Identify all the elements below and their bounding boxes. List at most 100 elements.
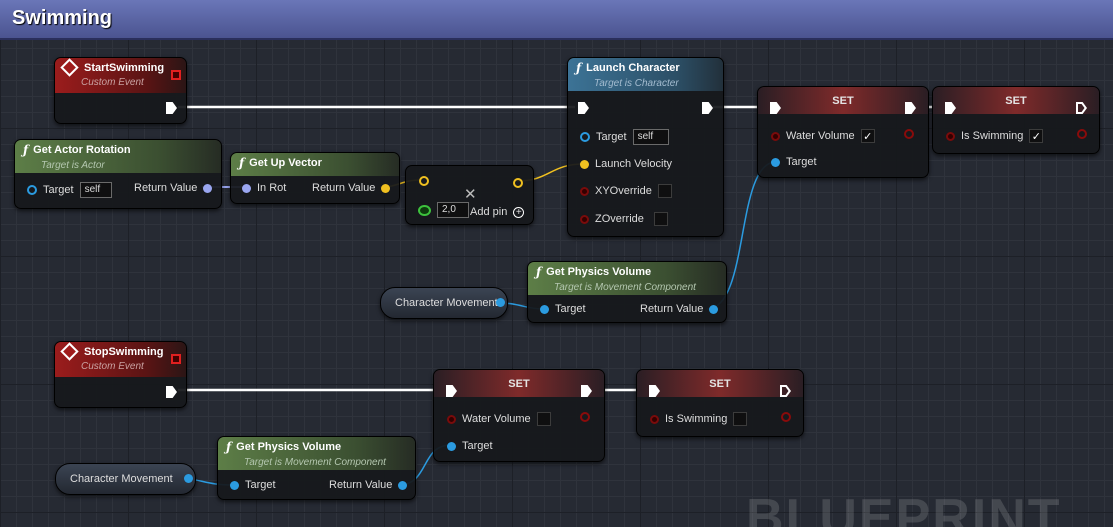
- node-subtitle: Custom Event: [81, 361, 144, 372]
- return-value-pin[interactable]: Return Value: [329, 479, 408, 491]
- z-override-checkbox[interactable]: [653, 212, 668, 226]
- target-value-field[interactable]: self: [79, 182, 112, 198]
- in-rot-pin[interactable]: In Rot: [242, 182, 286, 194]
- bool-out-pin-icon[interactable]: [1077, 129, 1087, 139]
- object-pin-icon[interactable]: [496, 298, 505, 307]
- node-header: SET: [758, 87, 928, 114]
- exec-in-pin-icon[interactable]: [446, 385, 457, 397]
- pin-label: Target: [462, 440, 493, 452]
- is-swimming-checkbox[interactable]: ✓: [1029, 129, 1044, 143]
- graph-title: Swimming: [12, 7, 113, 29]
- bool-out-pin-icon[interactable]: [580, 412, 590, 422]
- target-pin[interactable]: Target: [540, 303, 586, 315]
- object-pin-icon: [771, 157, 780, 167]
- exec-out-pin-icon[interactable]: [702, 102, 713, 114]
- bool-pin-icon: [946, 131, 955, 141]
- function-icon: ƒ: [23, 143, 29, 157]
- is-swimming-pin[interactable]: Is Swimming ✓: [946, 129, 1044, 143]
- bool-out-pin-icon[interactable]: [904, 129, 914, 139]
- delegate-pin-icon[interactable]: [171, 354, 181, 364]
- vector-in-pin-icon[interactable]: [419, 176, 429, 186]
- launch-velocity-pin[interactable]: Launch Velocity: [580, 158, 672, 170]
- node-title: SET: [1005, 95, 1027, 107]
- node-title: Launch Character: [586, 62, 680, 74]
- pin-label: Launch Velocity: [595, 158, 673, 170]
- xy-override-pin[interactable]: XYOverride: [580, 184, 672, 198]
- float-pin[interactable]: 2,0: [418, 202, 469, 218]
- z-override-pin[interactable]: ZOverride: [580, 212, 668, 226]
- xy-override-checkbox[interactable]: [657, 184, 672, 198]
- pin-label: In Rot: [257, 182, 287, 194]
- exec-out-pin-icon[interactable]: [166, 386, 177, 398]
- graph-title-bar: Swimming: [0, 0, 1113, 40]
- water-volume-checkbox[interactable]: [536, 412, 551, 426]
- stop-swimming-event-node[interactable]: StopSwimming Custom Event: [54, 341, 187, 408]
- exec-in-pin-icon[interactable]: [945, 102, 956, 114]
- pin-label: Return Value: [329, 479, 393, 491]
- variable-label: Character Movement: [70, 473, 173, 485]
- target-pin[interactable]: Target: [447, 440, 493, 452]
- bool-pin-icon: [650, 414, 659, 424]
- function-icon: ƒ: [239, 156, 245, 170]
- object-pin-icon: [580, 132, 590, 142]
- float-value-field[interactable]: 2,0: [437, 202, 469, 218]
- node-title: SET: [832, 95, 854, 107]
- water-volume-pin[interactable]: Water Volume: [447, 412, 551, 426]
- water-volume-pin[interactable]: Water Volume ✓: [771, 129, 875, 143]
- exec-out-pin-icon[interactable]: [905, 102, 916, 114]
- float-pin-icon: [418, 204, 431, 216]
- exec-out-pin-icon[interactable]: [581, 385, 592, 397]
- function-icon: ƒ: [226, 440, 232, 454]
- bool-pin-icon: [447, 414, 456, 424]
- target-value-field[interactable]: self: [632, 129, 669, 145]
- target-pin[interactable]: Target self: [27, 182, 112, 198]
- pin-label: Target: [786, 156, 817, 168]
- target-pin[interactable]: Target self: [580, 129, 669, 145]
- exec-out-pin-icon[interactable]: [166, 102, 177, 114]
- delegate-pin-icon[interactable]: [171, 70, 181, 80]
- pin-label: Target: [245, 479, 276, 491]
- target-pin[interactable]: Target: [230, 479, 276, 491]
- vector-out-pin-icon[interactable]: [513, 178, 523, 188]
- event-diamond-icon: [60, 342, 79, 361]
- vector-pin-icon: [381, 183, 391, 193]
- object-pin-icon: [447, 441, 456, 451]
- return-value-pin[interactable]: Return Value: [640, 303, 719, 315]
- set-water-volume-node-2[interactable]: SET Water Volume Target: [433, 369, 605, 462]
- set-is-swimming-node-1[interactable]: SET Is Swimming ✓: [932, 86, 1100, 154]
- object-pin-icon[interactable]: [184, 474, 193, 483]
- set-is-swimming-node-2[interactable]: SET Is Swimming: [636, 369, 804, 437]
- pin-label: Water Volume: [786, 130, 855, 142]
- add-pin-button[interactable]: Add pin +: [470, 206, 525, 218]
- exec-in-pin-icon[interactable]: [770, 102, 781, 114]
- target-pin[interactable]: Target: [771, 156, 817, 168]
- set-water-volume-node-1[interactable]: SET Water Volume ✓ Target: [757, 86, 929, 178]
- character-movement-variable-2[interactable]: Character Movement: [55, 463, 196, 495]
- exec-in-pin-icon[interactable]: [649, 385, 660, 397]
- multiply-node[interactable]: ✕ 2,0 Add pin +: [405, 165, 534, 225]
- is-swimming-checkbox[interactable]: [733, 412, 748, 426]
- water-volume-checkbox[interactable]: ✓: [860, 129, 875, 143]
- is-swimming-pin[interactable]: Is Swimming: [650, 412, 748, 426]
- vector-pin-icon: [580, 159, 589, 169]
- event-diamond-icon: [60, 58, 79, 77]
- pin-label: Target: [596, 131, 627, 143]
- exec-in-pin-icon[interactable]: [578, 102, 589, 114]
- return-value-pin[interactable]: Return Value: [134, 182, 213, 194]
- object-pin-icon: [27, 185, 37, 195]
- pin-label: Water Volume: [462, 413, 531, 425]
- start-swimming-event-node[interactable]: StartSwimming Custom Event: [54, 57, 187, 124]
- rotator-pin-icon: [242, 183, 251, 193]
- return-value-pin[interactable]: Return Value: [312, 182, 391, 194]
- bool-out-pin-icon[interactable]: [781, 412, 791, 422]
- character-movement-variable-1[interactable]: Character Movement: [380, 287, 508, 319]
